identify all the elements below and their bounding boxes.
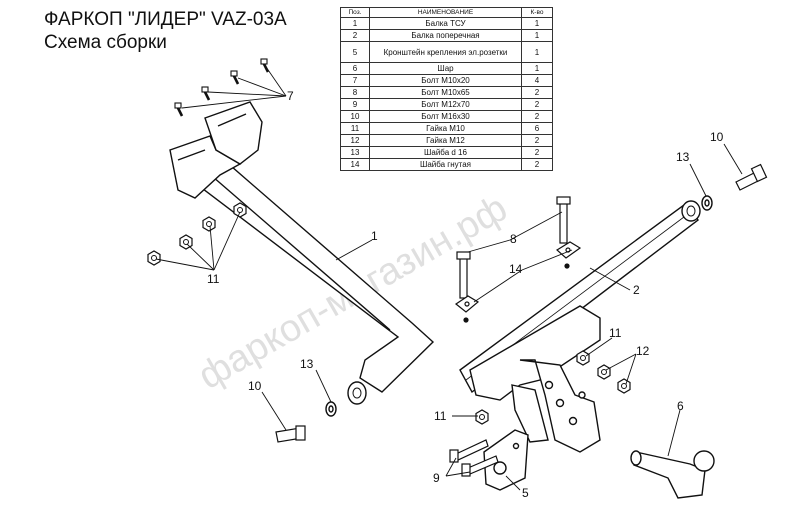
callout-13-right: 13 <box>676 150 690 164</box>
callout-11-right: 11 <box>609 326 622 340</box>
callout-11-bottom: 11 <box>434 409 447 423</box>
bolt-m12x70 <box>449 439 499 477</box>
callout-1: 1 <box>371 229 378 243</box>
callout-12: 12 <box>636 344 650 358</box>
callout-8: 8 <box>510 232 517 246</box>
page-subtitle: Схема сборки <box>44 32 167 53</box>
nuts-m12 <box>597 364 631 394</box>
row-qty: 2 <box>521 158 553 171</box>
callout-13-left: 13 <box>300 357 314 371</box>
page-title: ФАРКОП "ЛИДЕР" VAZ-03A <box>44 9 287 30</box>
hitch-bracket <box>469 305 601 453</box>
socket-bracket <box>483 429 529 491</box>
callout-7: 7 <box>287 89 294 103</box>
callout-11-left: 11 <box>207 272 220 286</box>
callout-14: 14 <box>509 262 523 276</box>
callout-9: 9 <box>433 471 440 485</box>
callouts: 7 11 1 2 8 14 11 12 11 9 5 6 13 10 13 10 <box>207 89 724 500</box>
callout-10-left: 10 <box>248 379 262 393</box>
callout-5: 5 <box>522 486 529 500</box>
callout-6: 6 <box>677 399 684 413</box>
washer-d16 <box>325 195 713 417</box>
main-beam <box>169 101 435 405</box>
callout-2: 2 <box>633 283 640 297</box>
tow-ball <box>630 450 715 499</box>
leader-lines <box>155 63 743 491</box>
bolt-m10x65 <box>456 196 571 299</box>
callout-10-right: 10 <box>710 130 724 144</box>
bolt-m16x30 <box>275 163 768 443</box>
